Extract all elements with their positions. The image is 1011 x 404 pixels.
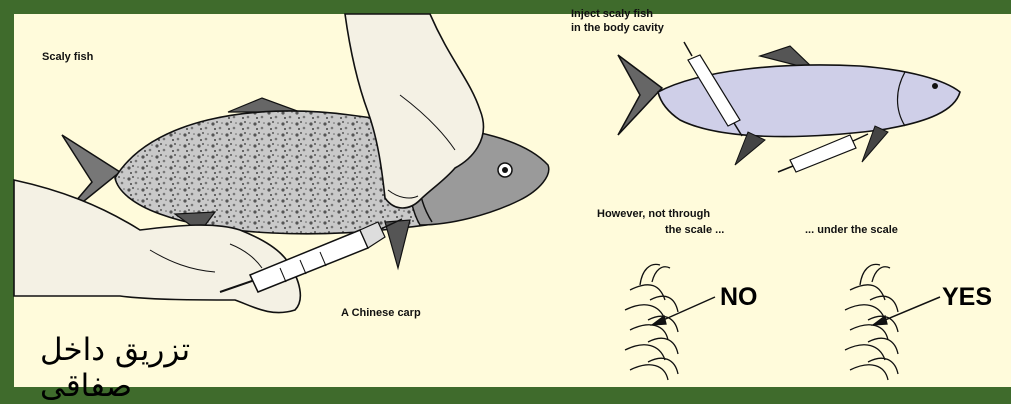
however-label-line2: the scale ...	[665, 224, 724, 237]
no-label: NO	[720, 283, 758, 312]
persian-caption: تزريق داخل صفاقى	[40, 332, 240, 404]
slide: Scaly fish A Chinese carp Inject scaly f…	[0, 0, 1011, 387]
yes-label: YES	[942, 283, 992, 312]
inject-instruction-line1: Inject scaly fish	[571, 8, 653, 21]
chinese-carp-label: A Chinese carp	[341, 307, 421, 320]
scale-diagram-yes	[845, 264, 940, 380]
illustration-art	[0, 0, 1011, 387]
however-label-line1: However, not through	[597, 208, 710, 221]
scale-diagram-no	[625, 264, 715, 380]
inject-instruction-line2: in the body cavity	[571, 22, 664, 35]
scaly-fish-label: Scaly fish	[42, 51, 93, 64]
fish-diagram	[618, 42, 960, 172]
under-scale-label: ... under the scale	[805, 224, 898, 237]
